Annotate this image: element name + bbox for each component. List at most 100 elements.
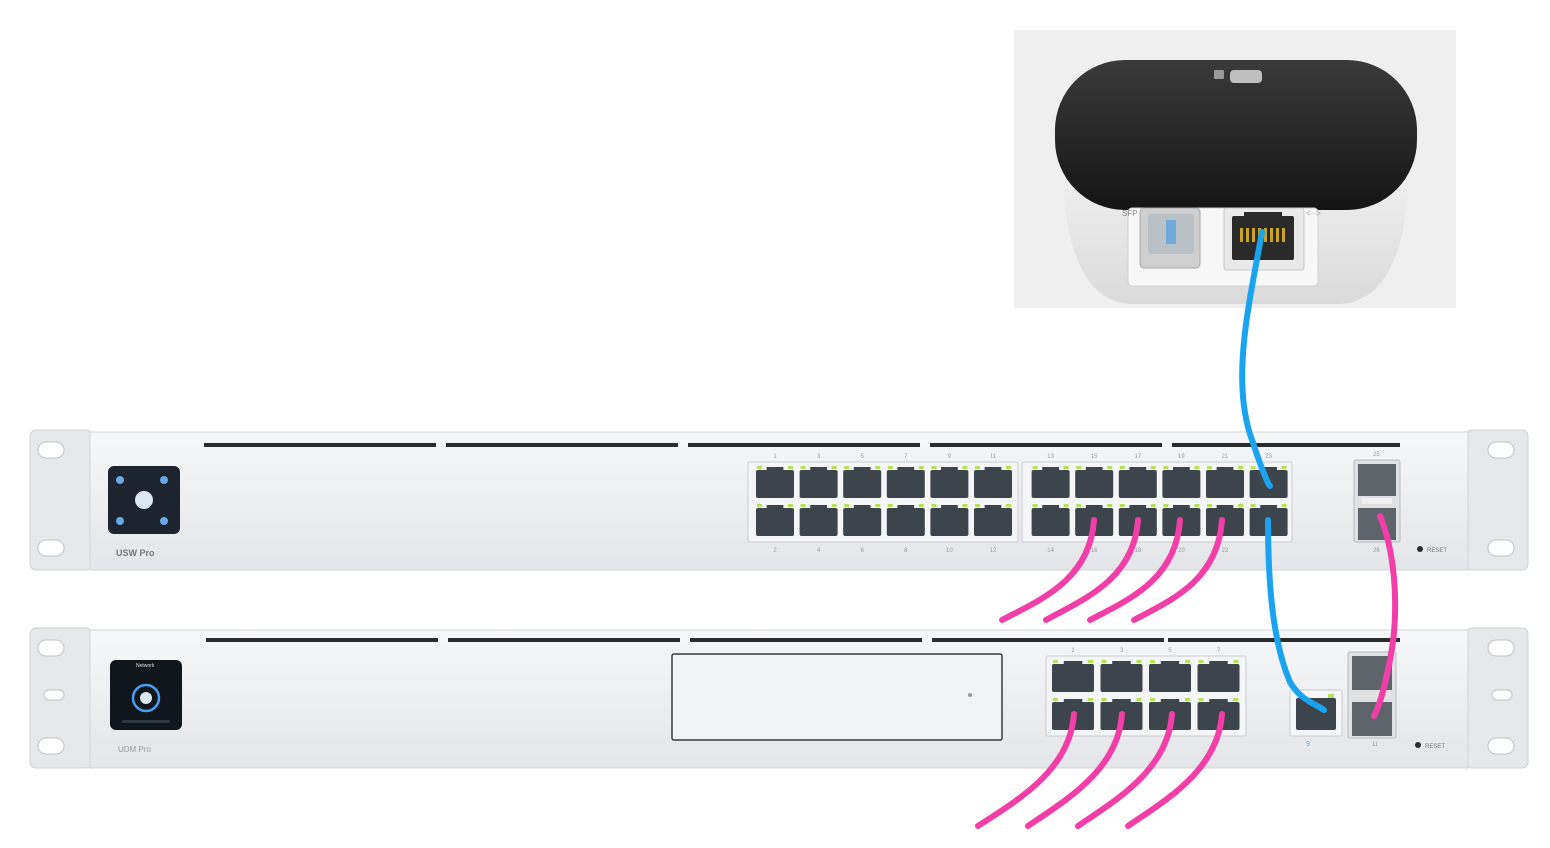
gateway-vent-bars bbox=[206, 638, 1400, 642]
lan-cable-switch-port-18 bbox=[1043, 517, 1141, 623]
switch-port-label: 9 bbox=[948, 454, 952, 460]
switch-port-11[interactable] bbox=[974, 466, 1012, 498]
switch-port-label: 10 bbox=[946, 548, 953, 554]
switch-port-9[interactable] bbox=[930, 466, 969, 498]
switch-port-label: 7 bbox=[904, 454, 908, 460]
switch-port-17[interactable] bbox=[1118, 466, 1157, 498]
switch-port-label: 18 bbox=[1134, 548, 1141, 554]
display-center-icon bbox=[135, 491, 153, 509]
gateway-touch-display[interactable]: Network bbox=[110, 660, 182, 730]
switch-port-21[interactable] bbox=[1206, 466, 1244, 498]
gateway-ear-hole-bottom-left bbox=[37, 737, 65, 755]
switch-port-label: 15 bbox=[1091, 454, 1098, 460]
switch-touch-display[interactable] bbox=[108, 466, 180, 534]
switch-brand-label: USW Pro bbox=[116, 548, 155, 558]
gateway-wan-port[interactable] bbox=[1289, 689, 1343, 737]
sfp-port-26[interactable] bbox=[1358, 508, 1396, 540]
gateway-ear-hole-mid-right bbox=[1491, 689, 1513, 701]
ubiquiti-logo-icon bbox=[1214, 70, 1262, 83]
switch-port-label: 14 bbox=[1047, 548, 1054, 554]
switch-port-label: 8 bbox=[904, 548, 908, 554]
switch-ear-hole-bottom-left bbox=[37, 539, 65, 557]
lan-cable-gateway-port-8 bbox=[1125, 711, 1225, 829]
switch-port-10[interactable] bbox=[930, 504, 969, 536]
switch-port-22[interactable] bbox=[1206, 504, 1244, 536]
gateway-port-label: 3 bbox=[1120, 648, 1124, 654]
gateway-sfp-label: 11 bbox=[1372, 742, 1379, 748]
link-arrows-icon: <··> bbox=[1306, 209, 1321, 218]
device-black-cover bbox=[1055, 60, 1417, 210]
switch-port-label: 20 bbox=[1178, 548, 1185, 554]
uplink-cable-switch-to-gateway-wan bbox=[1265, 517, 1327, 713]
gateway-ear-hole-mid-left bbox=[43, 689, 65, 701]
switch-port-2[interactable] bbox=[756, 504, 794, 536]
switch-port-label: 16 bbox=[1091, 548, 1098, 554]
switch-ear-hole-top-left bbox=[37, 441, 65, 459]
gateway-wan-label: 9 bbox=[1306, 741, 1310, 748]
drive-bay[interactable] bbox=[671, 653, 1003, 741]
lan-cable-gateway-port-6 bbox=[1075, 711, 1175, 829]
rj45-port[interactable] bbox=[1223, 207, 1305, 271]
switch-port-label: 1 bbox=[773, 454, 777, 460]
gateway-reset-label: RESET bbox=[1425, 744, 1445, 750]
switch-port-12[interactable] bbox=[974, 504, 1012, 536]
switch-sfp-cage[interactable] bbox=[1353, 459, 1401, 543]
gateway-port-label: 7 bbox=[1217, 648, 1221, 654]
switch-port-label: 12 bbox=[990, 548, 997, 554]
sfp-port-25[interactable] bbox=[1358, 464, 1396, 496]
gateway-port-3[interactable] bbox=[1100, 660, 1143, 692]
uplink-cable-poe-device-to-switch bbox=[1239, 229, 1273, 489]
gateway-port-label: 1 bbox=[1071, 648, 1075, 654]
cables bbox=[975, 229, 1399, 829]
sfp-top-label: 25 bbox=[1373, 452, 1380, 458]
display-ring-icon bbox=[131, 683, 161, 713]
gateway-reset-button[interactable] bbox=[1415, 742, 1421, 748]
switch-port-label: 17 bbox=[1134, 454, 1141, 460]
switch-vent-bars bbox=[204, 443, 1400, 447]
gateway-port-1[interactable] bbox=[1052, 660, 1094, 692]
switch-port-8[interactable] bbox=[886, 504, 925, 536]
gateway-brand-label: UDM Pro bbox=[118, 745, 151, 754]
switch-port-label: 19 bbox=[1178, 454, 1185, 460]
switch-port-15[interactable] bbox=[1075, 466, 1114, 498]
switch-port-5[interactable] bbox=[843, 466, 882, 498]
switch-ear-hole-bottom-right bbox=[1487, 539, 1515, 557]
switch-port-7[interactable] bbox=[886, 466, 925, 498]
switch-reset-button[interactable] bbox=[1417, 546, 1423, 552]
switch-port-label: 22 bbox=[1222, 548, 1229, 554]
gateway-port-8[interactable] bbox=[1197, 698, 1240, 730]
lan-cable-switch-port-20 bbox=[1087, 517, 1183, 623]
switch-port-label: 21 bbox=[1222, 454, 1229, 460]
switch-port-1[interactable] bbox=[756, 466, 794, 498]
switch-port-label: 11 bbox=[990, 454, 997, 460]
switch-port-label: 23 bbox=[1265, 454, 1272, 460]
switch-port-3[interactable] bbox=[799, 466, 838, 498]
sfp-cage[interactable] bbox=[1139, 207, 1201, 269]
switch-port-13[interactable] bbox=[1031, 466, 1070, 498]
sfp-port-11[interactable] bbox=[1352, 702, 1392, 736]
switch-port-14[interactable] bbox=[1031, 504, 1070, 536]
switch-port-6[interactable] bbox=[843, 504, 882, 536]
switch-port-19[interactable] bbox=[1162, 466, 1201, 498]
gateway-port-7[interactable] bbox=[1197, 660, 1240, 692]
gateway-port-5[interactable] bbox=[1149, 660, 1191, 692]
switch-port-label: 4 bbox=[817, 548, 821, 554]
switch-port-4[interactable] bbox=[799, 504, 838, 536]
gateway-screen-text: Network bbox=[136, 663, 155, 669]
sfp-bottom-label: 26 bbox=[1373, 548, 1380, 554]
sfp-port-label: SFP bbox=[1122, 209, 1138, 218]
gateway-sfp-cage[interactable] bbox=[1347, 651, 1397, 739]
lan-cable-switch-port-22 bbox=[1131, 517, 1225, 623]
gateway-ear-hole-top-right bbox=[1487, 639, 1515, 657]
gateway-ear-hole-bottom-right bbox=[1487, 737, 1515, 755]
lan-cable-gateway-port-2 bbox=[975, 711, 1077, 829]
switch-port-label: 3 bbox=[817, 454, 821, 460]
switch-port-label: 13 bbox=[1047, 454, 1054, 460]
lan-cable-switch-port-16 bbox=[999, 517, 1097, 623]
switch-port-label: 2 bbox=[773, 548, 777, 554]
gateway-port-block bbox=[1045, 655, 1247, 737]
lan-cable-gateway-port-4 bbox=[1025, 711, 1125, 829]
switch-port-label: 5 bbox=[861, 454, 865, 460]
